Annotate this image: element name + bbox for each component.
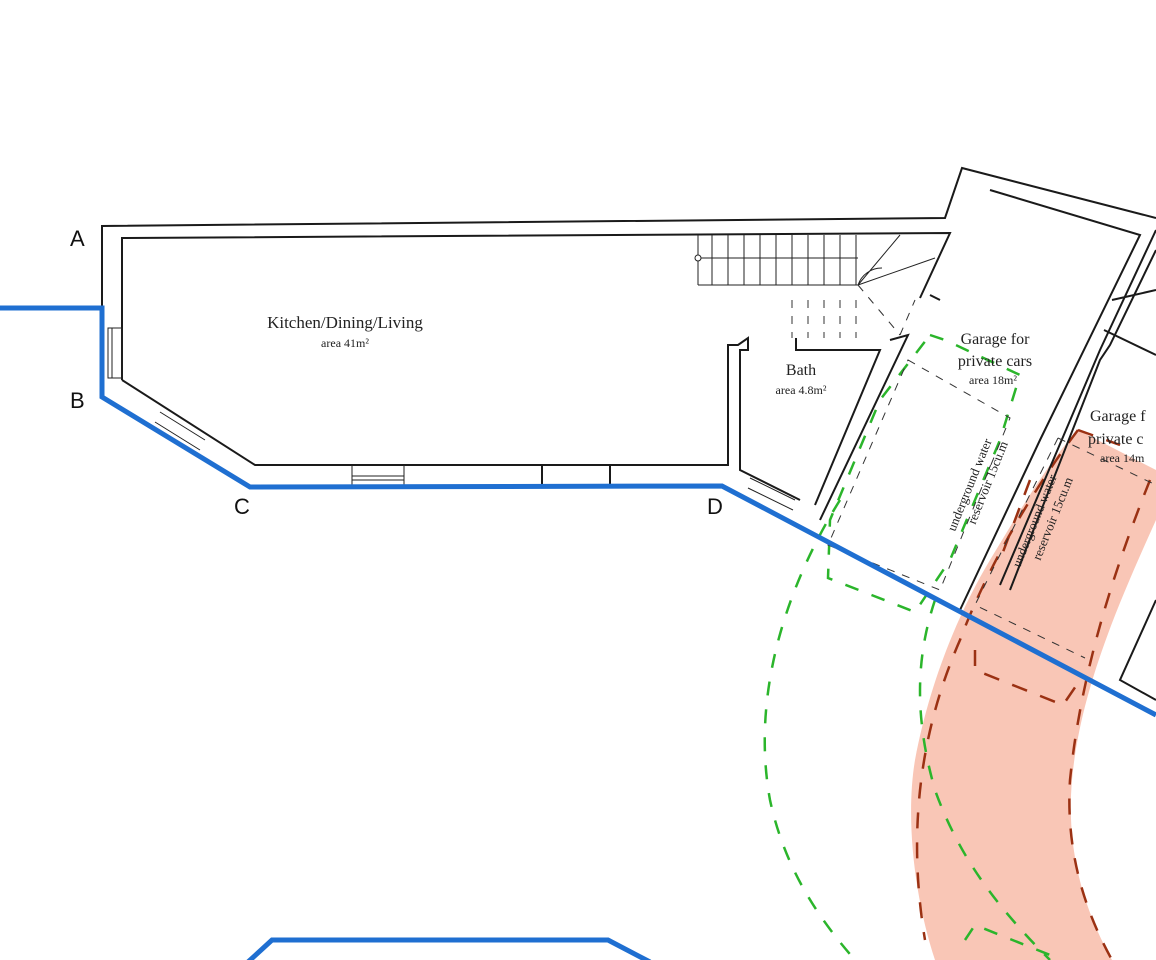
door-opening xyxy=(541,464,611,487)
outer-wall-top xyxy=(101,166,1156,308)
garage2-inner xyxy=(1118,599,1156,701)
inner-wall-top xyxy=(121,231,952,380)
garage-right-wall xyxy=(999,229,1156,591)
garage-left-wall xyxy=(819,189,1142,611)
garage2-area: area 14m xyxy=(1100,451,1145,465)
window-bay xyxy=(154,411,206,451)
point-label-b: B xyxy=(70,388,85,413)
window-bottom xyxy=(351,465,405,487)
inner-wall-bottom xyxy=(121,336,801,501)
garage1-area: area 18m² xyxy=(969,373,1017,387)
garage2-label-line2: private c xyxy=(1088,431,1144,448)
point-label-a: A xyxy=(70,226,85,251)
driveway-outline-left xyxy=(915,429,1079,941)
bath-wall xyxy=(795,338,882,506)
site-boundary-lower xyxy=(246,937,652,960)
point-label-c: C xyxy=(234,494,250,519)
garage1-label-line1: Garage for xyxy=(961,331,1031,348)
car-outline xyxy=(826,333,1022,614)
turning-path-outer xyxy=(763,499,856,960)
window-bath xyxy=(747,477,796,511)
garage2-car-outline xyxy=(974,437,1156,659)
bath-label: Bath xyxy=(786,362,816,379)
staircase xyxy=(694,234,936,338)
turning-path-inner xyxy=(918,599,1051,960)
parking-outline xyxy=(973,428,1121,707)
kitchen-area: area 41m² xyxy=(321,336,369,350)
driveway-area xyxy=(911,430,1156,960)
car-outline-lower xyxy=(963,923,1051,957)
site-boundary xyxy=(0,305,1156,718)
garage2-label-line1: Garage f xyxy=(1090,408,1146,425)
window-left xyxy=(107,327,123,379)
bath-area: area 4.8m² xyxy=(776,383,827,397)
garage1-label-line2: private cars xyxy=(958,353,1032,370)
kitchen-label: Kitchen/Dining/Living xyxy=(267,313,423,332)
point-label-d: D xyxy=(707,494,723,519)
